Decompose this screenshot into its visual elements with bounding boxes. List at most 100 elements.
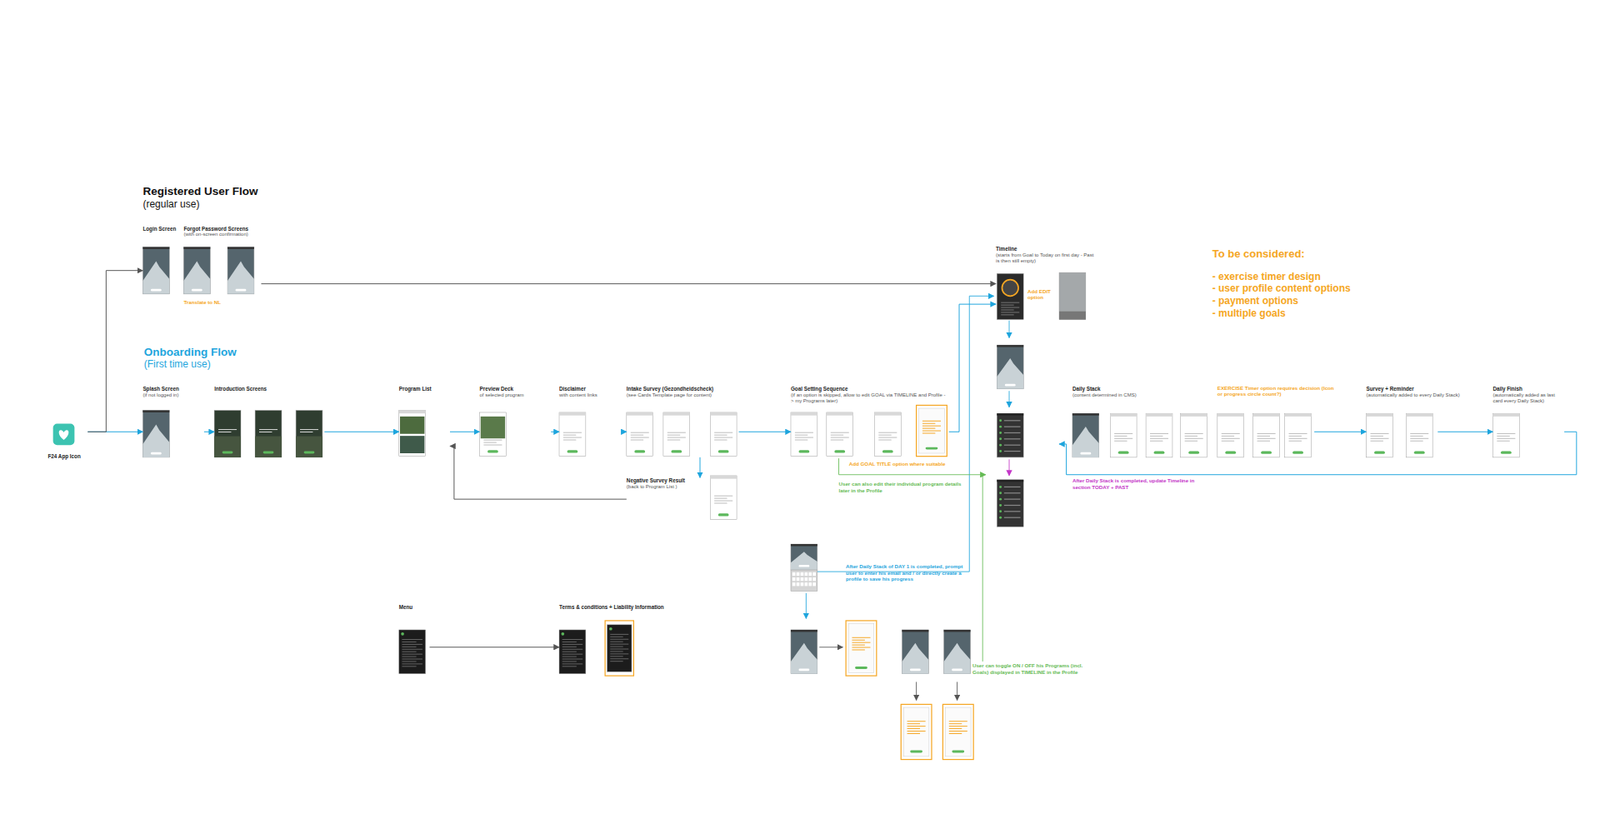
section-heading: - user profile content options [1212,282,1437,295]
annotation-note: User can also edit their individual prog… [839,480,962,494]
screen-subtext: (see Cards Template page for content) [626,392,740,399]
screen-part [563,434,576,436]
screen-part [949,725,968,728]
screen-subtext: (if an option is skipped, allow to edit … [790,392,946,405]
screen-part [1114,435,1127,437]
screen-part [1188,451,1200,455]
timeline-dot [999,504,1002,507]
screen-part [855,666,868,670]
screen-part [874,412,901,457]
screen-part [851,646,870,649]
screen-part [1217,413,1245,417]
screen-part [812,577,816,581]
screen-part [142,410,170,413]
screen-part [922,425,941,427]
flow-arrow [739,431,791,433]
screen-part [882,450,894,453]
screen-part [795,431,814,434]
screen-part [718,450,730,453]
screen-part [1410,435,1423,437]
screen-subtext: (starts from Goal to Today on first day … [995,252,1095,265]
screen-thumbnail [826,412,854,457]
timeline-dot [999,425,1002,429]
logo-dot [400,632,405,636]
screen-heading: Timeline [995,245,1095,253]
screen-part [401,660,416,663]
screen-heading: Program List [399,385,450,393]
screen-part [790,412,818,457]
screen-part [996,413,1024,458]
screen-part [401,643,422,645]
screen-part [800,572,805,576]
screen-part [610,640,623,643]
screen-part [562,643,583,645]
screen-part [304,451,315,455]
screen-subtext: (back to Program List ) [626,484,709,490]
screen-part [1496,437,1515,440]
screen-thumbnail [214,410,241,458]
screen-part [610,653,629,655]
screen-part [401,638,422,640]
screen-part [562,658,583,660]
screen-part [1110,413,1137,417]
leader-line [956,681,958,700]
screen-part [401,645,416,648]
screen-part [834,450,845,453]
leader-line [817,295,995,572]
annotation-note: Translate to NL [183,299,265,305]
screen-part [1180,413,1208,458]
screen-heading: Terms & conditions + Liability Informati… [559,604,672,611]
screen-part [1114,440,1127,442]
screen-thumbnail [1253,413,1280,458]
screen-part [401,653,422,655]
screen-part [710,412,737,416]
screen-thumbnail [1180,413,1208,458]
screen-part [1496,432,1515,435]
screen-thumbnail [1366,413,1394,458]
screen-part [1145,413,1173,417]
screen-subtext: (content determined in CMS) [1072,392,1205,399]
screen-thumbnail [790,412,818,457]
screen-thumbnail [1110,413,1137,458]
screen-part [1004,492,1021,494]
leader-line [1009,320,1010,339]
annotation-note: Add GOAL TITLE option where suitable [849,460,982,467]
screen-part [799,669,810,672]
screen-part [792,582,796,586]
screen-part [808,582,812,586]
screen-part [610,650,623,653]
screen-part [951,669,963,672]
screen-part [227,247,255,250]
screen-part [1150,440,1163,442]
screen-part [874,412,901,416]
screen-part [1410,437,1429,440]
screen-part [483,439,502,441]
mountain-shape [227,260,255,294]
screen-group: Splash Screen(if not logged in) [142,385,204,458]
screen-part [562,640,577,643]
screen-part [790,570,818,591]
screen-part [949,723,962,725]
screen-part [300,430,313,433]
screen-part [1492,413,1520,458]
flow-arrow [324,431,399,433]
screen-part [951,750,965,754]
screen-part [401,658,422,660]
screen-part [901,630,929,675]
timeline-dot [999,431,1002,435]
screen-part [790,544,818,546]
screen-part [1374,451,1385,455]
logo-dot [609,627,613,631]
mountain-shape [142,260,170,294]
screen-part [300,428,319,430]
screen-thumbnail [399,410,426,457]
screen-part [562,645,577,648]
screen-part [1500,451,1512,455]
screen-part [1000,309,1014,311]
screen-thumbnail [874,412,901,457]
screen-part [851,641,870,644]
screen-part [480,412,507,457]
screen-part [1185,437,1204,440]
flow-arrow [450,431,480,433]
